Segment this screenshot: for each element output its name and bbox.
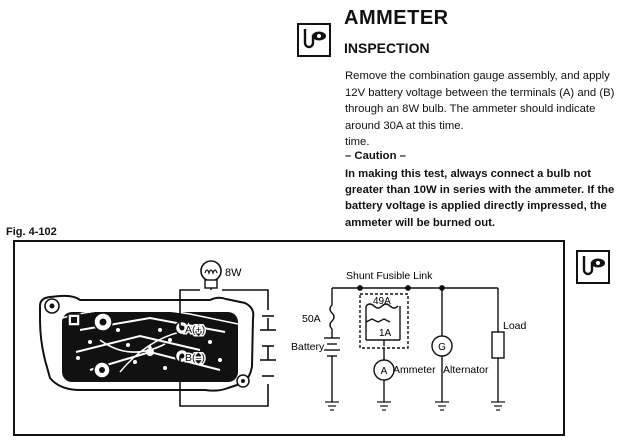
alternator-label: Alternator <box>443 364 489 376</box>
shunt-fusible-link-label: Shunt Fusible Link <box>346 270 433 282</box>
figure-label: Fig. 4-102 <box>6 226 57 238</box>
alternator-symbol: G <box>438 342 446 353</box>
section-subtitle: INSPECTION <box>344 40 430 56</box>
instruction-paragraph: Remove the combination gauge assembly, a… <box>345 70 615 132</box>
bulb-icon <box>200 260 222 290</box>
bulb-label: 8W <box>225 267 242 279</box>
gauge-assembly-drawing <box>39 294 255 392</box>
terminal-a-label: A(+) <box>185 324 205 336</box>
instruction-text: Remove the combination gauge assembly, a… <box>345 68 623 151</box>
terminal-b-label: B(–) <box>185 352 205 364</box>
link-49a-label: 49A <box>373 296 391 307</box>
test-wiring <box>179 289 276 407</box>
caution-text: In making this test, always connect a bu… <box>345 168 615 229</box>
battery-label: Battery <box>291 341 325 353</box>
figure-frame <box>13 240 565 436</box>
inspection-eye-icon-secondary <box>576 250 610 284</box>
caution-heading: – Caution – <box>345 150 406 162</box>
load-label: Load <box>503 320 527 332</box>
ammeter-symbol: A <box>381 366 388 377</box>
instruction-extra-line: time. <box>345 136 370 149</box>
page-title: AMMETER <box>344 7 449 29</box>
link-1a-label: 1A <box>379 328 392 339</box>
ammeter-label: Ammeter <box>393 364 436 376</box>
schematic <box>324 285 505 411</box>
fuse-50a-label: 50A <box>302 313 321 325</box>
inspection-eye-icon <box>297 23 331 57</box>
